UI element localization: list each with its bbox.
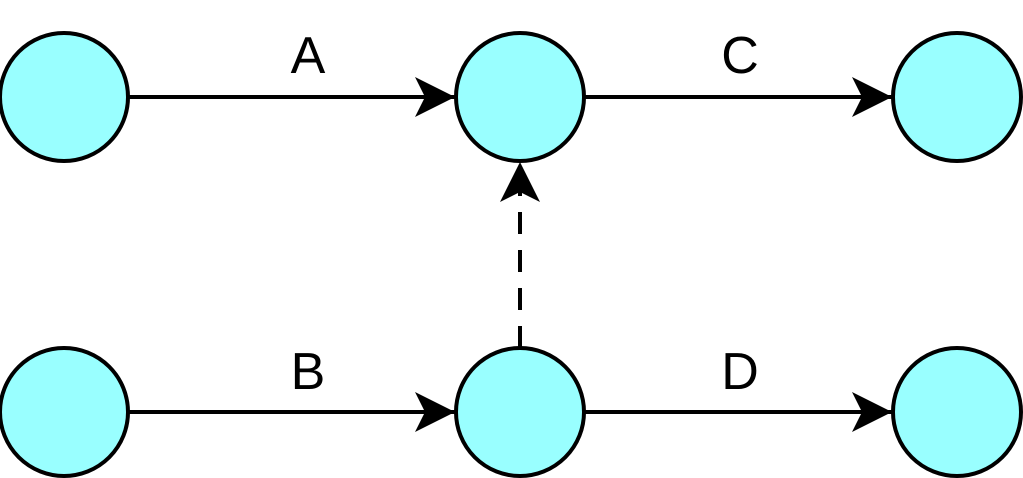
node-bottom-middle <box>454 346 586 478</box>
node-bottom-right <box>891 346 1023 478</box>
edge-d-label: D <box>721 343 759 401</box>
node-top-left <box>0 31 130 163</box>
edge-b-label: B <box>291 343 326 401</box>
nodes <box>0 31 1023 478</box>
node-top-middle <box>454 31 586 163</box>
edge-c-label: C <box>721 27 759 85</box>
edges <box>129 77 892 432</box>
edge-labels: A C B D <box>291 27 759 401</box>
edge-a-label: A <box>291 27 326 85</box>
node-top-right <box>891 31 1023 163</box>
node-bottom-left <box>0 346 130 478</box>
